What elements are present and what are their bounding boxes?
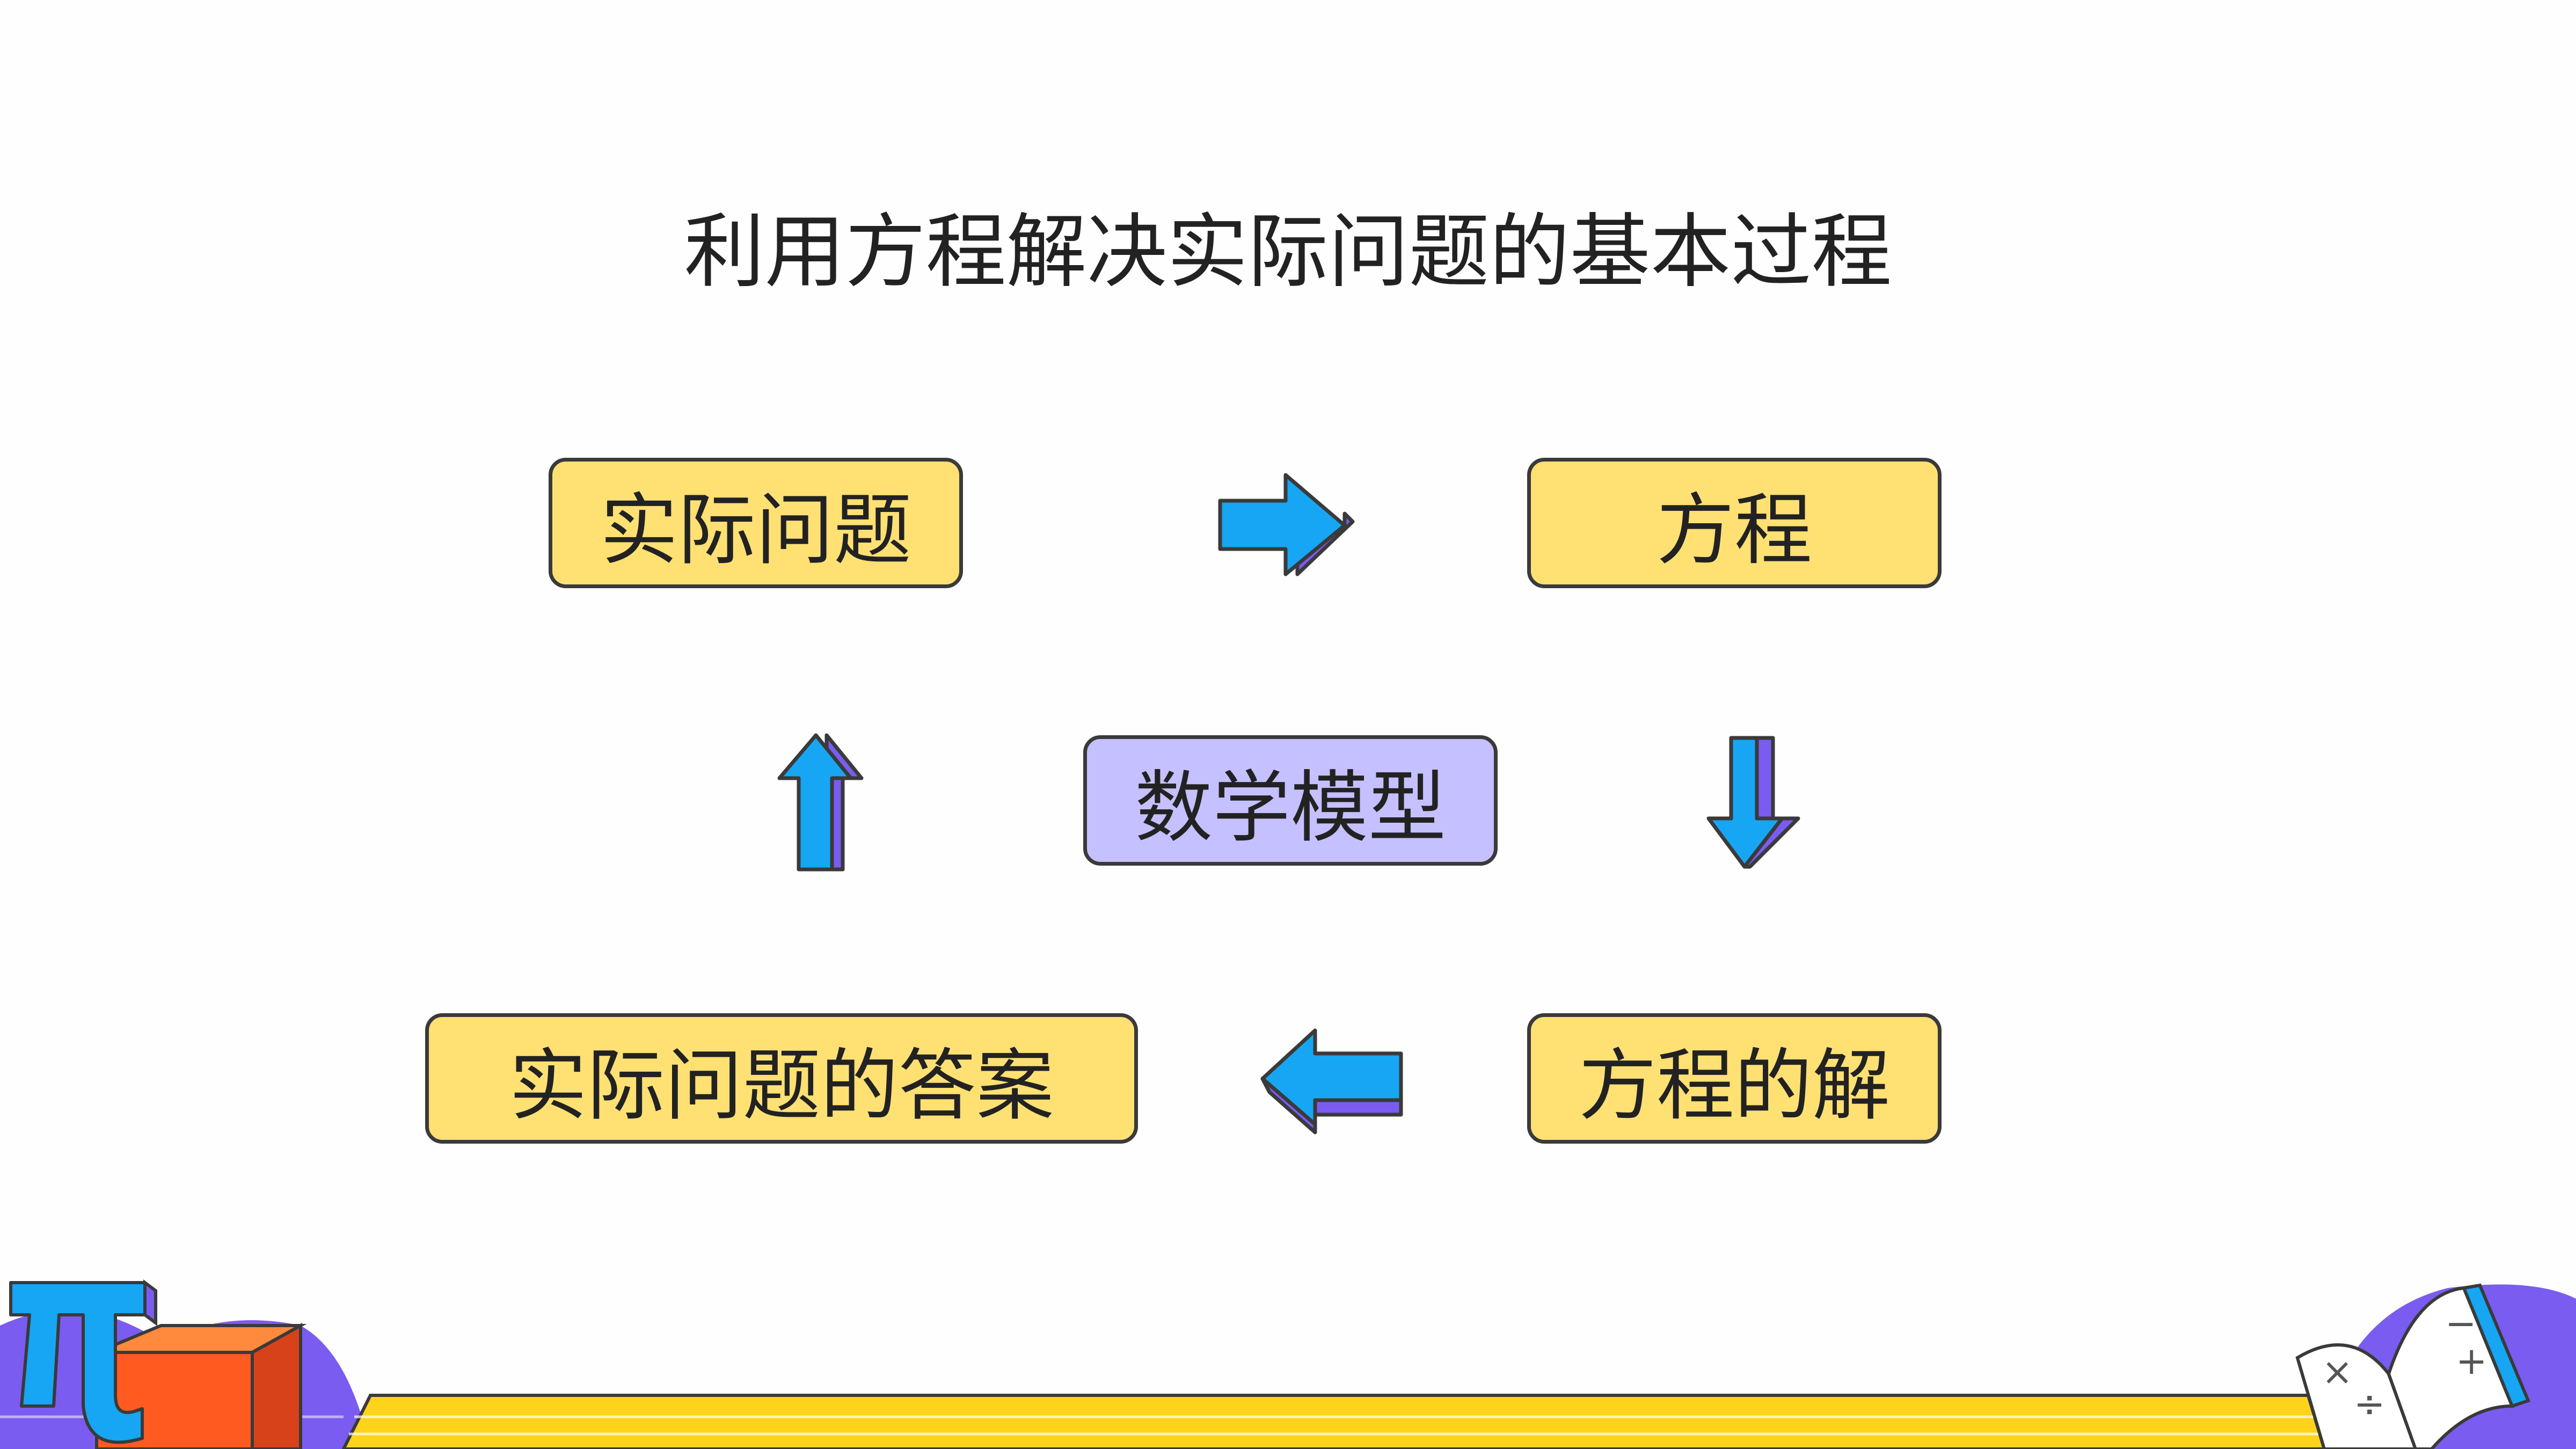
node-math-model-label: 数学模型 (1135, 762, 1446, 853)
node-equation-solution-label: 方程的解 (1579, 1040, 1890, 1131)
svg-text:÷: ÷ (2354, 1382, 2385, 1426)
svg-text:−: − (2445, 1301, 2477, 1345)
arrow-left-icon (1260, 1028, 1403, 1135)
page-title: 利用方程解决实际问题的基本过程 (684, 206, 1892, 299)
node-real-answer-label: 实际问题的答案 (509, 1040, 1054, 1131)
node-equation: 方程 (1527, 458, 1942, 588)
arrow-down-icon (1706, 736, 1800, 869)
node-math-model: 数学模型 (1083, 735, 1498, 866)
node-equation-label: 方程 (1656, 485, 1812, 576)
node-real-problem-label: 实际问题 (600, 485, 911, 576)
arrow-up-icon (777, 733, 864, 872)
svg-text:×: × (2322, 1350, 2353, 1394)
node-real-answer: 实际问题的答案 (425, 1013, 1138, 1144)
node-real-problem: 实际问题 (549, 458, 963, 588)
node-equation-solution: 方程的解 (1527, 1013, 1942, 1144)
svg-text:+: + (2456, 1339, 2487, 1383)
arrow-right-icon (1218, 473, 1355, 576)
